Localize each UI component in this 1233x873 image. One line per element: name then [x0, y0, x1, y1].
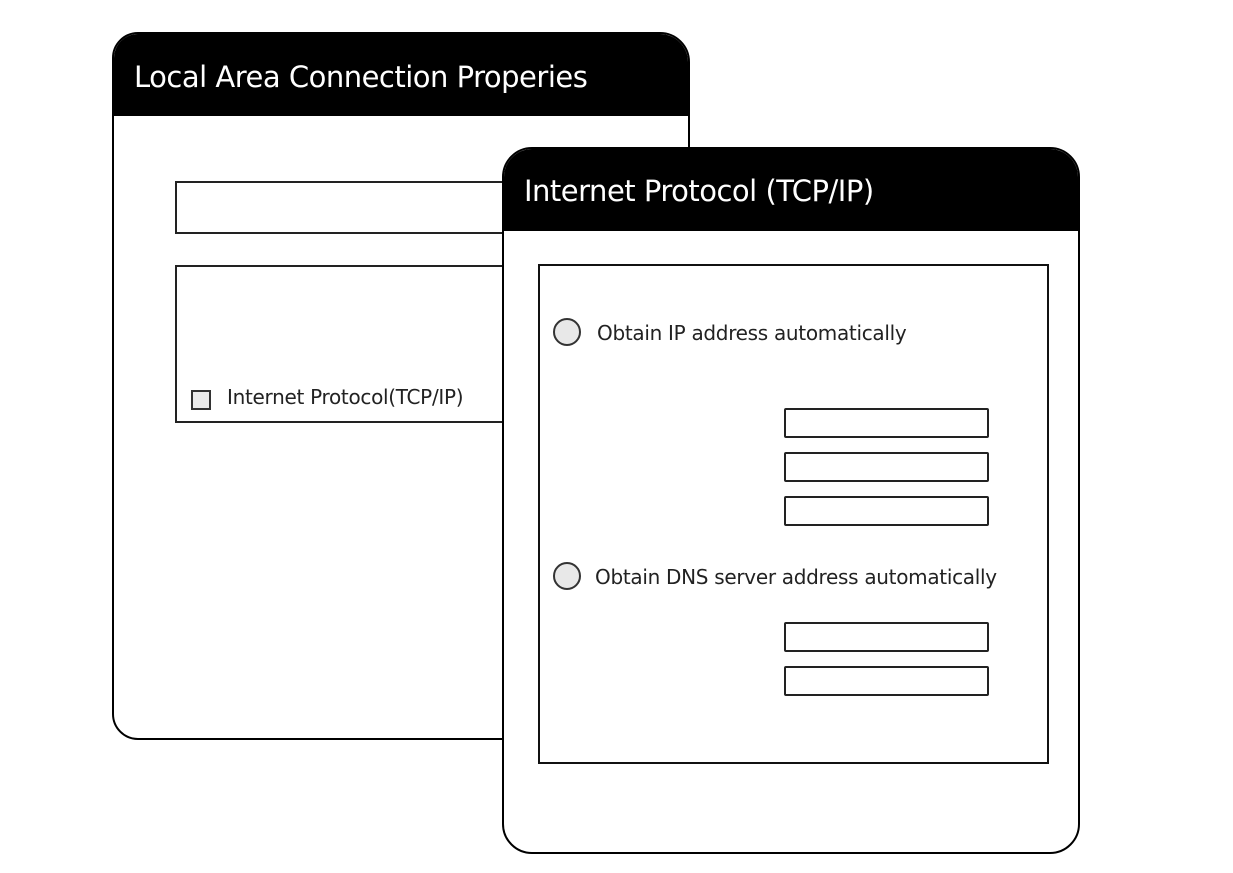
subnet-mask-field[interactable]	[784, 452, 989, 482]
components-list[interactable]: Internet Protocol(TCP/IP)	[175, 265, 515, 423]
tcp-ip-checkbox[interactable]	[191, 390, 211, 410]
obtain-ip-auto-label[interactable]: Obtain IP address automatically	[597, 321, 907, 345]
lan-dialog-title: Local Area Connection Properies	[134, 60, 588, 94]
connect-using-field[interactable]	[175, 181, 515, 234]
tcp-ip-checkbox-label[interactable]: Internet Protocol(TCP/IP)	[227, 385, 464, 409]
obtain-ip-auto-radio[interactable]	[553, 318, 581, 346]
obtain-dns-auto-label[interactable]: Obtain DNS server address automatically	[595, 565, 997, 589]
obtain-dns-auto-radio[interactable]	[553, 562, 581, 590]
tcp-dialog-titlebar: Internet Protocol (TCP/IP)	[504, 149, 1078, 231]
lan-dialog-titlebar: Local Area Connection Properies	[114, 34, 688, 116]
alternate-dns-field[interactable]	[784, 666, 989, 696]
preferred-dns-field[interactable]	[784, 622, 989, 652]
tcp-settings-group: Obtain IP address automatically Obtain D…	[538, 264, 1049, 764]
tcp-dialog-title: Internet Protocol (TCP/IP)	[524, 174, 874, 208]
tcp-ip-properties-dialog: Internet Protocol (TCP/IP) Obtain IP add…	[502, 147, 1080, 854]
default-gateway-field[interactable]	[784, 496, 989, 526]
ip-address-field[interactable]	[784, 408, 989, 438]
